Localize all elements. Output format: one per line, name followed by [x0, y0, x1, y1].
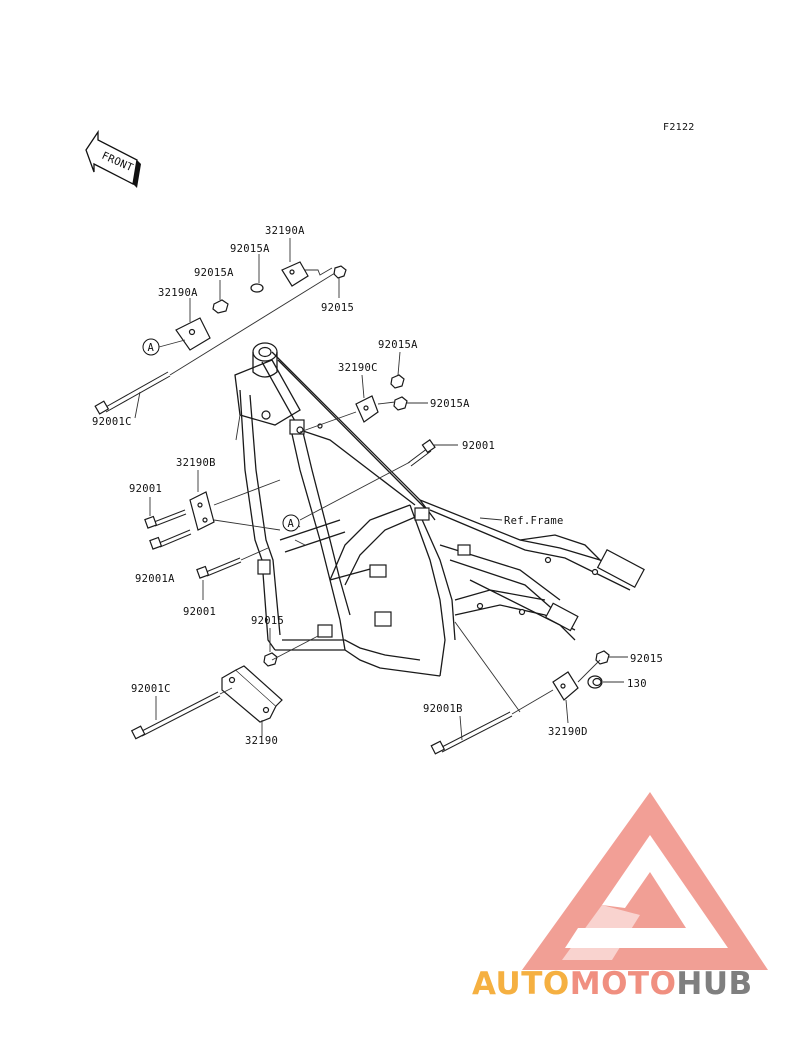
- diagram-code: F2122: [663, 122, 695, 133]
- callout-a-frame: A: [282, 514, 300, 532]
- label-92001C-top: 92001C: [92, 416, 132, 428]
- upper-right-bracket-group: [299, 374, 408, 433]
- automotohub-watermark: AUTOMOTOHUB: [472, 792, 768, 1002]
- watermark-logo-icon: [522, 792, 768, 970]
- label-32190C: 32190C: [338, 362, 378, 374]
- watermark-text: AUTOMOTOHUB: [472, 966, 753, 1002]
- label-92015A-top: 92015A: [230, 243, 270, 255]
- label-32190D: 32190D: [548, 726, 588, 738]
- motorcycle-frame: [234, 342, 645, 677]
- label-32190B: 32190B: [176, 457, 216, 469]
- lower-left-bracket-group: [130, 635, 319, 740]
- label-92015-low: 92015: [251, 615, 284, 627]
- ref-frame-leader: [479, 517, 503, 521]
- label-92015A-r2: 92015A: [430, 398, 470, 410]
- label-92015A-r1: 92015A: [378, 339, 418, 351]
- label-32190A-top: 32190A: [265, 225, 305, 237]
- label-130: 130: [627, 678, 647, 690]
- label-92001C-low: 92001C: [131, 683, 171, 695]
- callout-a-top: A: [142, 338, 186, 356]
- label-32190: 32190: [245, 735, 278, 747]
- svg-text:A: A: [148, 342, 155, 354]
- ref-frame-label: Ref.Frame: [504, 515, 564, 527]
- label-92001B: 92001B: [423, 703, 463, 715]
- label-92001A: 92001A: [135, 573, 175, 585]
- label-92001-right: 92001: [462, 440, 495, 452]
- front-arrow-icon: FRONT: [85, 129, 141, 188]
- label-92015A-left: 92015A: [194, 267, 234, 279]
- top-bracket-group: [94, 261, 347, 415]
- lower-right-bracket-group: [430, 621, 610, 755]
- label-92015-rlow: 92015: [630, 653, 663, 665]
- svg-text:A: A: [288, 518, 295, 530]
- label-92015-top: 92015: [321, 302, 354, 314]
- label-32190A-left: 32190A: [158, 287, 198, 299]
- label-92001-mid: 92001: [183, 606, 216, 618]
- left-middle-bracket-group: [144, 439, 436, 579]
- label-92001-left: 92001: [129, 483, 162, 495]
